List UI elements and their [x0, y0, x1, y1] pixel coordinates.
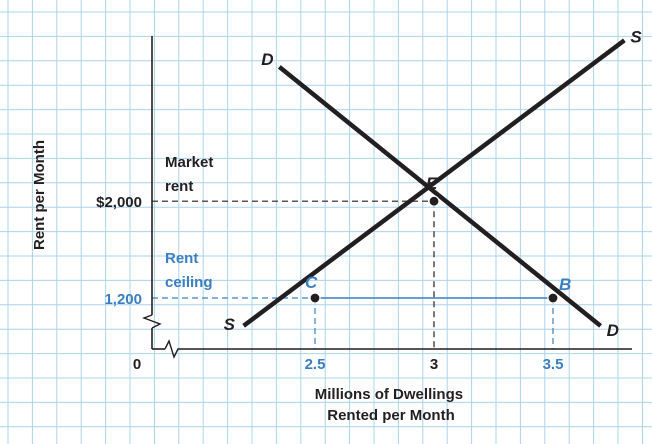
supply-curve-label-start: S — [224, 315, 236, 334]
demand-curve-label-start: D — [261, 50, 273, 69]
point-label-b: B — [559, 275, 571, 294]
demand-curve-label-end: D — [607, 321, 619, 340]
x-axis-label-line-2: Rented per Month — [327, 407, 455, 424]
guide-lines — [152, 200, 554, 349]
annotation-rent-ceiling-line-2: ceiling — [165, 274, 213, 291]
supply-curve-label-end: S — [630, 27, 642, 46]
annotation-market-rent-line-2: rent — [165, 178, 193, 195]
point-label-c: C — [305, 273, 318, 292]
axes: 2.5 3 3.5 $2,000 1,200 — [96, 36, 632, 373]
annotation-market-rent-line-1: Market — [165, 154, 213, 171]
x-tick-label: 3 — [430, 356, 438, 373]
point-b — [547, 292, 559, 304]
x-axis-label: Millions of Dwellings Rented per Month — [315, 386, 468, 424]
y-axis-label: Rent per Month — [31, 140, 48, 250]
x-axis-label-line-1: Millions of Dwellings — [315, 386, 463, 403]
supply-curve — [242, 38, 626, 328]
demand-curve — [277, 65, 603, 328]
x-tick-label: 3.5 — [543, 356, 564, 373]
y-tick-label: $2,000 — [96, 194, 142, 211]
point-e — [428, 195, 440, 207]
origin-label: 0 — [133, 356, 141, 373]
y-tick-label: 1,200 — [104, 291, 142, 308]
annotation-rent-ceiling-line-1: Rent — [165, 250, 198, 267]
y-axis-break — [142, 314, 162, 329]
point-c — [309, 292, 321, 304]
curves: D D S S — [224, 27, 643, 340]
annotation-rent-ceiling: Rent ceiling — [165, 250, 213, 291]
x-axis-break — [164, 339, 185, 359]
equilibrium-points: E C B — [305, 174, 571, 304]
x-tick-label: 2.5 — [305, 356, 326, 373]
annotation-market-rent: Market rent — [165, 154, 218, 195]
point-label-e: E — [426, 174, 438, 193]
